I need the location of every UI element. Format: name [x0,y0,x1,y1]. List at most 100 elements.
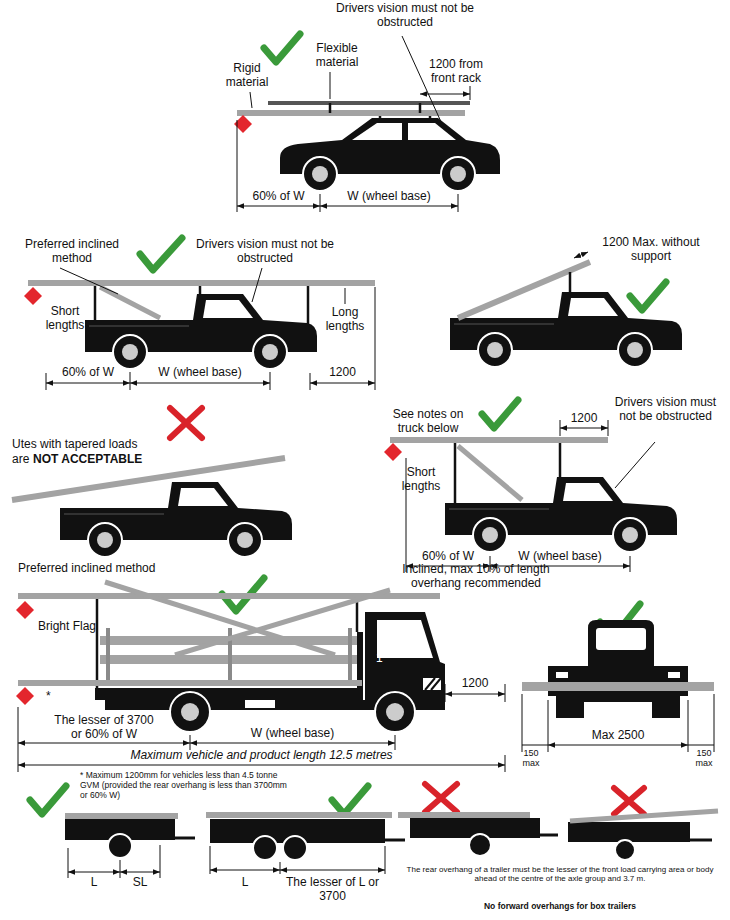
ute-inclined-part [458,262,590,318]
trailers-part [30,786,66,814]
trailers-part [385,839,405,842]
callout-note: Drivers vision must not be obstructed [195,238,335,266]
ute-preferred-part [310,373,311,390]
ute-short-lengths-part [630,556,631,572]
ute-preferred-part [130,383,270,384]
part-label: Short lengths [396,466,446,494]
dimension-label: 1200 [445,677,505,691]
dimension-label: The lesser of L or 3700 [280,876,385,904]
ute-short-lengths-part [482,400,518,428]
dimension-label: W (wheel base) [130,366,270,380]
truck-load-part [18,680,362,686]
ute-inclined-part [569,272,572,292]
ute-preferred-part [140,238,182,270]
ute-preferred-part [375,287,376,390]
warning-note: NOT ACCEPTABLE [33,453,173,467]
dimension-label: SL [120,876,160,890]
truck-load-part [18,707,19,772]
ute-short-lengths-part [406,458,407,572]
callout-note: Drivers vision must not be obstructed [608,396,723,424]
rear-view-vehicle-part [548,666,688,696]
car-roof-load-part [320,206,458,207]
car-roof-load-part [320,194,321,212]
trailers-part [68,872,120,873]
ute-preferred-part [310,383,375,384]
trailers-part [210,870,280,871]
dimension-label: The lesser of 3700 or 60% of W [54,714,154,742]
rear-view-vehicle-part [596,628,646,650]
callout-note: Inclined, max 10% of length overhang rec… [400,563,552,591]
dimension-label: 150 max [691,748,717,769]
trailers-part [253,836,277,860]
truck-load-part [106,628,110,686]
ute-short-lengths-part [559,443,562,477]
dimension-label: Maximum vehicle and product length 12.5 … [18,749,505,763]
trailers-part [469,834,491,856]
dimension-label: 60% of W [46,366,130,380]
truck-load-part [16,687,34,705]
trailers [30,784,718,878]
car-roof-load-part [237,120,238,212]
warning-note: Utes with tapered loads [12,438,172,452]
rear-view-vehicle-part [522,682,714,691]
ute-short-lengths-part [615,442,655,488]
trailers-part [280,862,281,874]
trailers-part [283,836,307,860]
ute-preferred-part [270,372,271,390]
dimension-label: W (wheel base) [210,727,375,741]
ute [85,294,317,369]
trailers-part [398,812,530,818]
part-label: Rigid material [218,62,276,90]
truck-load-part [445,684,446,702]
dimension-label: 60% of W [406,550,490,564]
car-roof-load-part [330,72,331,99]
dimension-label: 60% of W [237,190,320,204]
dimension-label: 150 max [518,748,544,769]
trailers-part [120,872,160,873]
part-label: Flexible material [302,42,372,70]
note-text: No forward overhangs for box trailers [395,902,725,912]
rear-view-vehicle-part [688,745,714,746]
ute-preferred-part [46,383,130,384]
car-roof-load-part [237,110,465,116]
rear-view-vehicle-part [556,672,568,678]
trailers-part [425,784,457,812]
ute-preferred-part [24,287,42,305]
ute-short-lengths-part [454,443,457,503]
ute-inclined-part [630,282,666,310]
ute [450,292,682,367]
truck-load-part [18,765,505,766]
rear-view-vehicle-part [548,700,549,752]
dimension-label: W (wheel base) [490,550,630,564]
ute-short-lengths-part [560,428,608,429]
trailers-part [540,834,558,837]
car-roof-load-part [329,103,332,113]
dimension-label: 1200 Max. without support [595,236,707,264]
ute-preferred-part [100,287,160,318]
ute-preferred-part [94,286,97,320]
rear-view-vehicle-part [548,745,688,746]
dimension-label: 1200 [556,412,612,426]
part-label: Short lengths [40,305,90,333]
ute-short-lengths-part [390,437,608,443]
ute-tapered-load [12,408,292,557]
ute-preferred-part [130,372,131,390]
callout-note: Preferred inclined method [18,562,208,576]
ute-preferred-part [307,286,310,325]
trailers-part [120,860,121,878]
truck-load-part [445,694,505,695]
car-roof-load [234,34,500,212]
truck-load-part [505,755,506,772]
trailers-part [108,834,132,858]
trailers-part [614,788,644,814]
part-label: Long lengths [321,306,369,334]
rear-view-vehicle [522,604,714,752]
dimension-label: L [68,876,120,890]
truck-load-part [505,684,506,702]
note-text: The rear overhang of a trailer must be t… [395,865,725,883]
trailers-part [65,813,178,819]
footnote: * Maximum 1200mm for vehicles less than … [80,771,295,800]
trailers-part [690,839,712,842]
footnote-marker: * [46,690,58,704]
dimension-label: L [210,876,280,890]
